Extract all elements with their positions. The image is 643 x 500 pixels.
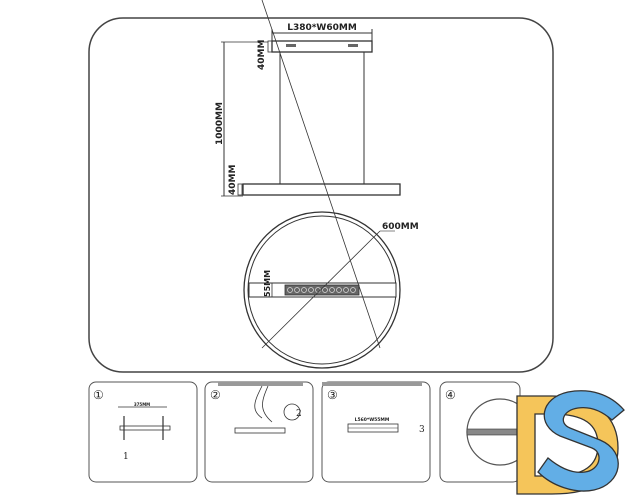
svg-text:1: 1 [123, 452, 129, 462]
ds-logo [516, 390, 625, 495]
step-1-panel: ① 375MM 1 [88, 381, 198, 483]
step-2-panel: ② 2 [204, 381, 314, 483]
svg-text:④: ④ [445, 388, 456, 402]
step-3-panel: ③ L560*W55MM 3 [321, 381, 431, 483]
diameter-label: 600MM [382, 222, 419, 232]
fixture-height-label: 40MM [228, 165, 238, 195]
bar-width-label: 55MM [263, 270, 272, 297]
top-view [243, 0, 401, 369]
top-dimension-label: L380*W60MM [287, 23, 357, 33]
total-height-label: 1000MM [215, 102, 225, 145]
svg-text:③: ③ [327, 388, 338, 402]
svg-text:L560*W55MM: L560*W55MM [355, 417, 390, 423]
svg-text:3: 3 [419, 425, 425, 435]
svg-text:2: 2 [296, 409, 302, 419]
side-view [221, 29, 401, 197]
svg-text:②: ② [210, 388, 221, 402]
canopy-height-label: 40MM [257, 40, 267, 70]
svg-text:375MM: 375MM [134, 402, 150, 407]
fixture-bar [242, 183, 401, 196]
svg-text:①: ① [93, 388, 104, 402]
